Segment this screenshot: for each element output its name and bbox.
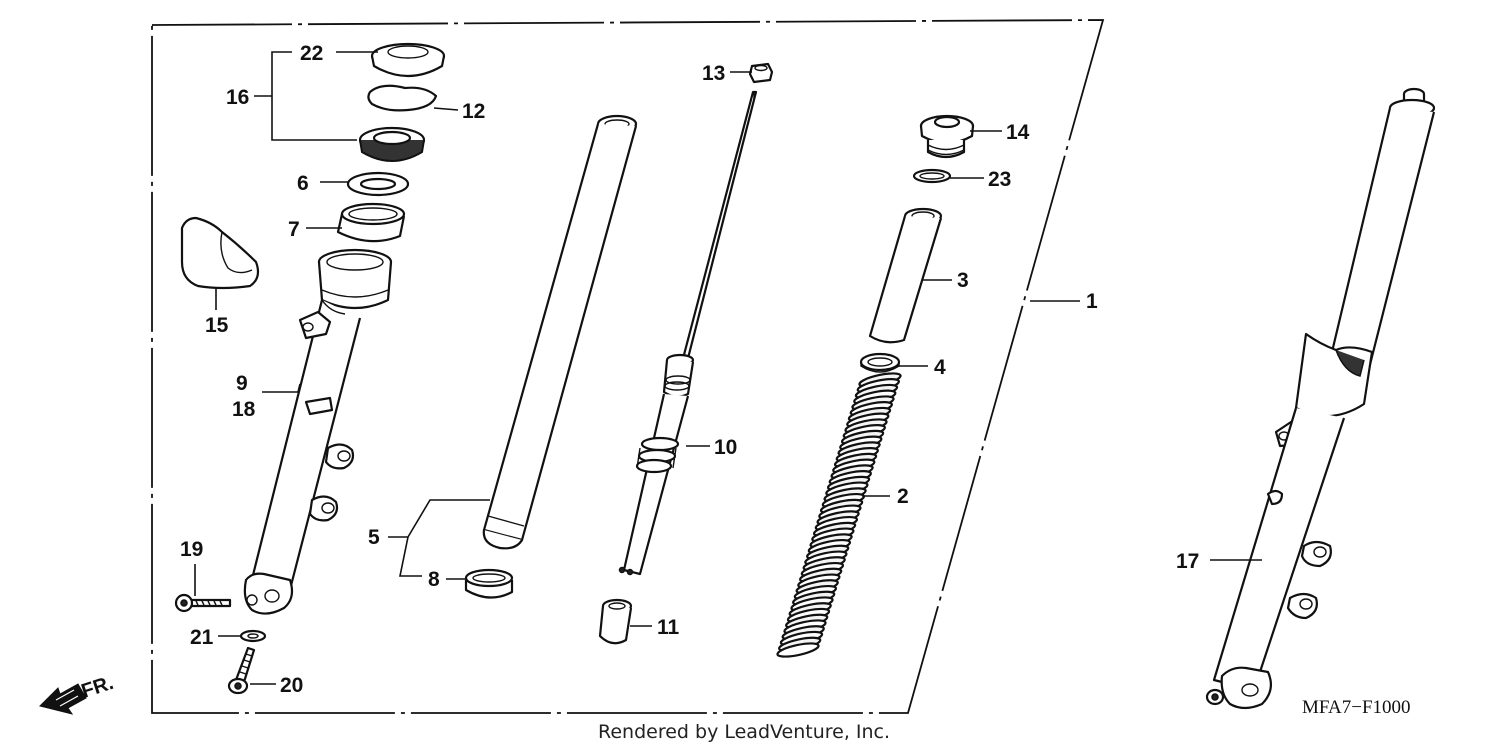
label-5: 5: [368, 526, 380, 549]
label-8: 8: [428, 568, 440, 591]
label-20: 20: [280, 674, 303, 697]
label-6: 6: [297, 172, 309, 195]
label-19: 19: [180, 538, 203, 561]
diagram-code: MFA7−F1000: [1302, 697, 1411, 718]
spring-collar-part: [868, 207, 943, 344]
fork-bushing-part: [464, 568, 514, 599]
socket-bolt-part: [174, 593, 232, 613]
label-22: 22: [300, 42, 323, 65]
label-9: 9: [236, 372, 248, 395]
render-credit: Rendered by LeadVenture, Inc.: [598, 721, 890, 743]
lock-nut-part: [748, 62, 774, 84]
label-13: 13: [702, 62, 725, 85]
label-21: 21: [190, 626, 214, 649]
label-10: 10: [714, 436, 737, 459]
spring-coil: [776, 642, 820, 658]
stopper-ring-part: [367, 84, 438, 112]
back-up-ring-part: [346, 171, 410, 197]
o-ring-part: [912, 168, 952, 184]
fork-spring-part: [776, 372, 902, 658]
fork-pipe-part: [482, 114, 638, 550]
fork-bolt-part: [919, 114, 975, 159]
arrow-icon: [39, 683, 87, 715]
label-18: 18: [232, 398, 256, 421]
assembly-boundary: [151, 19, 1105, 714]
label-2: 2: [897, 485, 909, 508]
label-1: 1: [1086, 290, 1098, 313]
label-11: 11: [657, 616, 680, 639]
label-14: 14: [1006, 121, 1030, 144]
slider-bushing-part: [336, 202, 406, 243]
fr-label: FR.: [79, 672, 116, 703]
fork-piston-part: [618, 90, 758, 576]
label-15: 15: [205, 314, 229, 337]
drain-bolt-part: [227, 646, 256, 695]
label-17: 17: [1176, 550, 1199, 573]
label-7: 7: [288, 218, 300, 241]
label-3: 3: [957, 269, 969, 292]
part-labels: 1 2 3 4 5 6 7 8 9 10 11 12 13 14 15 16 1…: [180, 42, 1199, 697]
fork-guard-part: [180, 216, 260, 290]
complete-fork-part: [1205, 87, 1436, 710]
front-direction-arrow: FR.: [39, 672, 116, 715]
sealing-washer-part: [239, 629, 267, 643]
dust-seal-part: [370, 42, 446, 77]
fork-slider-part: [243, 248, 393, 615]
leader-lines: [194, 51, 1262, 685]
oil-lock-piece-part: [598, 598, 633, 645]
label-4: 4: [934, 356, 946, 379]
spring-seat-part: [859, 352, 901, 373]
label-23: 23: [988, 168, 1011, 191]
label-12: 12: [462, 100, 485, 123]
label-16: 16: [226, 86, 249, 109]
oil-seal-part: [358, 126, 426, 162]
